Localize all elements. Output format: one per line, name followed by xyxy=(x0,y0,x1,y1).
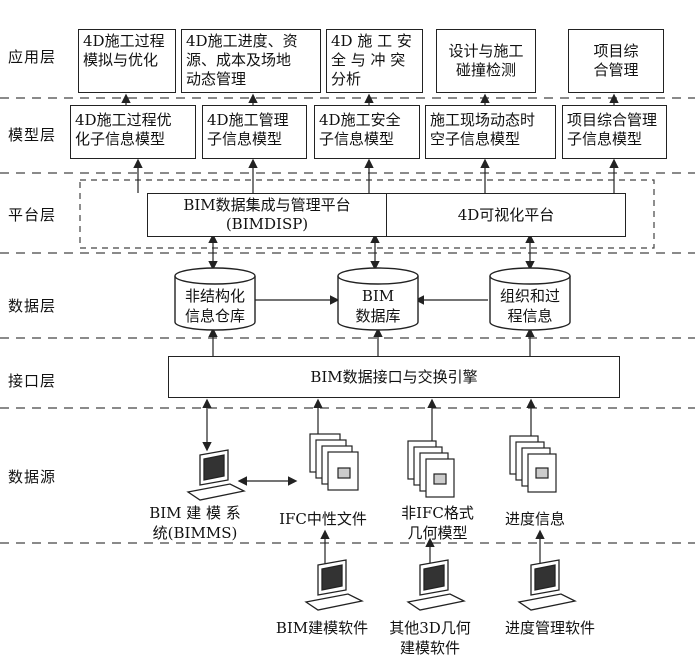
app-box-line: 源、成本及场地 xyxy=(186,51,292,69)
app-box-line: 全 与 冲 突 xyxy=(331,51,406,69)
model-box-line: 4D施工过程优 xyxy=(75,111,172,129)
model-box-construction-management: 4D施工管理 子信息模型 xyxy=(202,105,307,159)
software-label-line: 建模软件 xyxy=(399,639,460,657)
source-label-line: 统(BIMMS) xyxy=(152,524,238,542)
db-organization-process: 组织和过 程信息 xyxy=(490,286,570,326)
model-box-construction-safety: 4D施工安全 子信息模型 xyxy=(314,105,420,159)
db-label-line: 数据库 xyxy=(355,307,401,325)
app-box-line: 设计与施工 xyxy=(448,42,524,60)
app-box-line: 项目综 xyxy=(593,42,639,60)
interface-label: BIM数据接口与交换引擎 xyxy=(310,367,478,386)
platform-bim-label: BIM数据集成与管理平台(BIMDISP) xyxy=(183,196,351,233)
model-box-line: 项目综合管理 xyxy=(567,111,658,129)
model-app-arrows xyxy=(121,93,619,105)
source-ifc-file: IFC中性文件 xyxy=(279,510,367,528)
model-box-line: 子信息模型 xyxy=(207,130,283,148)
db-label-line: 信息仓库 xyxy=(184,307,245,325)
model-box-line: 4D施工安全 xyxy=(319,111,401,129)
source-label-line: BIM 建 模 系 xyxy=(149,504,241,522)
computer-icon xyxy=(304,559,364,611)
model-box-line: 子信息模型 xyxy=(319,130,395,148)
source-progress-info: 进度信息 xyxy=(504,510,565,528)
software-schedule-management: 进度管理软件 xyxy=(504,619,595,637)
model-box-line: 化子信息模型 xyxy=(75,130,166,148)
app-box-line: 动态管理 xyxy=(186,70,247,88)
layer-label-interface: 接口层 xyxy=(8,372,57,390)
layer-label-source: 数据源 xyxy=(8,468,57,486)
app-box-project-management: 项目综 合管理 xyxy=(568,29,664,93)
app-box-clash-detection: 设计与施工 碰撞检测 xyxy=(436,29,536,93)
software-bim-modeling: BIM建模软件 xyxy=(275,619,369,637)
document-stack-icon xyxy=(309,433,359,491)
app-box-line: 4D 施 工 安 xyxy=(331,32,412,50)
source-label-line: 几何模型 xyxy=(407,524,468,542)
app-box-line: 碰撞检测 xyxy=(455,61,516,79)
platform-viz-label: 4D可视化平台 xyxy=(457,205,555,224)
db-label-line: 非结构化 xyxy=(184,287,245,305)
interface-exchange-engine: BIM数据接口与交换引擎 xyxy=(168,356,620,398)
model-box-line: 施工现场动态时 xyxy=(430,111,536,129)
document-stack-icon xyxy=(509,435,557,493)
app-box-safety-conflict: 4D 施 工 安 全 与 冲 突 分析 xyxy=(326,29,423,93)
document-stack-icon xyxy=(407,440,455,498)
source-label-line: 非IFC格式 xyxy=(401,504,474,522)
model-box-line: 4D施工管理 xyxy=(207,111,289,129)
model-box-line: 子信息模型 xyxy=(567,130,643,148)
computer-icon xyxy=(406,559,466,611)
platform-bimdisp: BIM数据集成与管理平台(BIMDISP) xyxy=(147,193,387,237)
model-box-line: 空子信息模型 xyxy=(430,130,521,148)
db-cylinders xyxy=(174,267,571,331)
db-label-line: 程信息 xyxy=(507,307,553,325)
app-box-line: 4D施工进度、资 xyxy=(186,32,298,50)
app-box-simulation: 4D施工过程 模拟与优化 xyxy=(78,29,176,93)
computer-icon xyxy=(186,449,246,501)
software-label-line: 其他3D几何 xyxy=(389,619,471,637)
layer-label-application: 应用层 xyxy=(8,48,57,66)
layer-separators xyxy=(0,97,695,544)
db-bim-database: BIM 数据库 xyxy=(338,286,418,326)
app-box-line: 合管理 xyxy=(593,61,639,79)
source-bimms: BIM 建 模 系 统(BIMMS) xyxy=(140,503,250,543)
app-box-line: 模拟与优化 xyxy=(83,51,159,69)
platform-4d-visualization: 4D可视化平台 xyxy=(386,193,626,237)
model-box-process-optimization: 4D施工过程优 化子信息模型 xyxy=(70,105,196,159)
db-label-line: 组织和过 xyxy=(499,287,560,305)
app-box-line: 4D施工过程 xyxy=(83,32,165,50)
db-label-line: BIM xyxy=(361,287,395,305)
layer-label-model: 模型层 xyxy=(8,126,57,144)
db-unstructured-repository: 非结构化 信息仓库 xyxy=(175,286,255,326)
app-box-dynamic-management: 4D施工进度、资 源、成本及场地 动态管理 xyxy=(181,29,321,93)
computer-icon xyxy=(517,559,577,611)
layer-label-platform: 平台层 xyxy=(8,206,57,224)
software-other-3d: 其他3D几何 建模软件 xyxy=(370,618,490,658)
layer-label-data: 数据层 xyxy=(8,297,57,315)
app-box-line: 分析 xyxy=(331,70,362,88)
source-non-ifc-model: 非IFC格式 几何模型 xyxy=(390,503,485,543)
model-box-project-management: 项目综合管理 子信息模型 xyxy=(562,105,667,159)
model-box-site-dynamic: 施工现场动态时 空子信息模型 xyxy=(425,105,556,159)
